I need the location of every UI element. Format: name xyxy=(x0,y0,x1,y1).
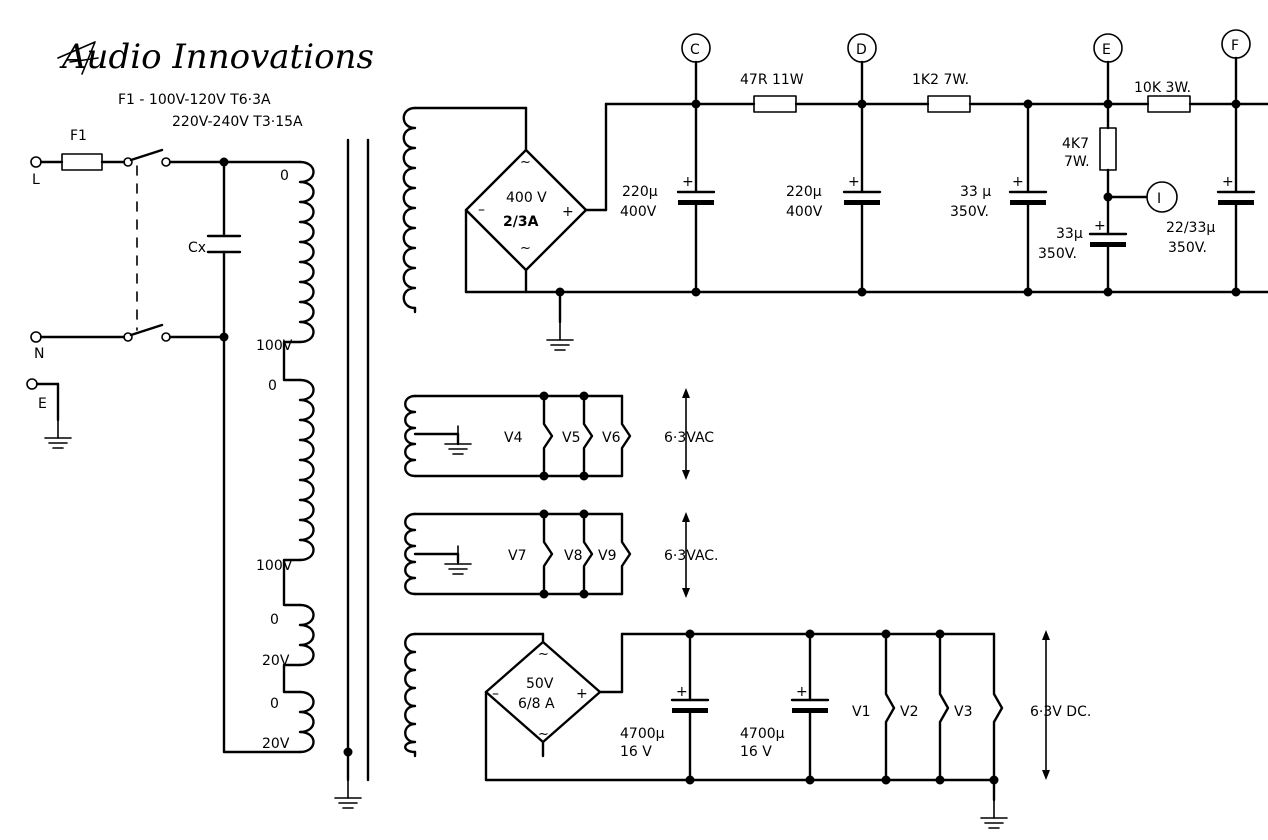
cap5-voltage: 350V. xyxy=(1168,240,1207,256)
heater-dc-voltage: 6·3V DC. xyxy=(1030,704,1091,720)
fuse-rating-line-2: 220V-240V T3·15A xyxy=(172,114,303,130)
svg-text:+: + xyxy=(562,204,574,220)
primary-tap-20v-b: 20V xyxy=(262,736,290,752)
svg-text:+: + xyxy=(796,684,808,700)
svg-text:–: – xyxy=(478,202,485,218)
svg-text:–: – xyxy=(492,686,499,702)
resistor-10k xyxy=(1147,95,1191,113)
svg-text:+: + xyxy=(1094,218,1106,234)
resistor-4k7-power: 7W. xyxy=(1064,154,1090,170)
heater-v7: V7 xyxy=(508,548,526,564)
cap-cx-label: Cx xyxy=(188,240,206,256)
node-i-marker xyxy=(1146,181,1178,213)
node-c-label: C xyxy=(690,42,700,58)
heater-dc: ~ ~ – + 50V 6/8 A + 4700µ 16 V + 4700µ 1… xyxy=(404,629,1091,829)
primary-tap-0: 0 xyxy=(280,168,289,184)
resistor-1k2 xyxy=(927,95,971,113)
ht-supply: ~ ~ – + 400 V 2/3A C + 220µ 400V 47R 11W xyxy=(402,29,1268,351)
svg-text:+: + xyxy=(576,686,588,702)
heater-ac-2-voltage: 6·3VAC. xyxy=(664,548,719,564)
svg-text:+: + xyxy=(676,684,688,700)
resistor-47r xyxy=(753,95,797,113)
dc-cap2-value: 4700µ xyxy=(740,726,785,742)
fuse-rating-line-1: F1 - 100V-120V T6·3A xyxy=(118,92,271,108)
primary-tap-0-d: 0 xyxy=(270,696,279,712)
primary-tap-100v-b: 100V xyxy=(256,558,293,574)
primary-tap-0-c: 0 xyxy=(270,612,279,628)
heater-v4: V4 xyxy=(504,430,523,446)
terminal-n-label: N xyxy=(34,346,44,362)
dc-rectifier-current: 6/8 A xyxy=(518,696,555,712)
cap2-voltage: 400V xyxy=(786,204,823,220)
resistor-4k7 xyxy=(1099,127,1117,171)
ht-rectifier-current: 2/3A xyxy=(503,214,539,230)
ht-rectifier-rating: 400 V xyxy=(506,190,547,206)
heater-v2: V2 xyxy=(900,704,918,720)
heater-v8: V8 xyxy=(564,548,582,564)
node-d-label: D xyxy=(856,42,867,58)
cap5-value: 22/33µ xyxy=(1166,220,1215,236)
cap3-voltage: 350V. xyxy=(950,204,989,220)
svg-text:+: + xyxy=(682,174,694,190)
node-i-label: I xyxy=(1157,191,1161,207)
cap3-value: 33 µ xyxy=(960,184,991,200)
node-e-label: E xyxy=(1102,42,1111,58)
brand-logo: Audio Innovations xyxy=(57,37,374,77)
svg-text:~: ~ xyxy=(538,647,549,662)
dc-rectifier-rating: 50V xyxy=(526,676,554,692)
dc-cap1-value: 4700µ xyxy=(620,726,665,742)
fuse-f1 xyxy=(61,153,103,171)
cap4-voltage: 350V. xyxy=(1038,246,1077,262)
resistor-10k-label: 10K 3W. xyxy=(1134,80,1191,96)
primary-tap-20v-a: 20V xyxy=(262,653,290,669)
cap4-value: 33µ xyxy=(1056,226,1083,242)
svg-text:~: ~ xyxy=(538,727,549,742)
fuse-f1-label: F1 xyxy=(70,128,87,144)
mains-input: L F1 N E Cx xyxy=(26,128,302,754)
svg-text:~: ~ xyxy=(520,155,531,170)
dc-cap2-voltage: 16 V xyxy=(740,744,772,760)
cap2-value: 220µ xyxy=(786,184,822,200)
heater-ac-2: V7 V8 V9 6·3VAC. xyxy=(404,509,719,599)
svg-text:~: ~ xyxy=(520,241,531,256)
heater-v6: V6 xyxy=(602,430,621,446)
primary-tap-100v-a: 100V xyxy=(256,338,293,354)
resistor-4k7-value: 4K7 xyxy=(1062,136,1089,152)
primary-tap-0-b: 0 xyxy=(268,378,277,394)
node-f-label: F xyxy=(1231,38,1239,54)
heater-ac-1: V4 V5 V6 6·3VAC xyxy=(404,388,714,481)
terminal-e-label: E xyxy=(38,396,47,412)
cap1-value: 220µ xyxy=(622,184,658,200)
heater-v5: V5 xyxy=(562,430,580,446)
terminal-l-label: L xyxy=(32,172,40,188)
transformer-core xyxy=(334,138,370,809)
resistor-47r-label: 47R 11W xyxy=(740,72,804,88)
heater-v3: V3 xyxy=(954,704,972,720)
transformer-primary: 0 100V 0 100V 0 20V 0 20V xyxy=(256,160,315,754)
brand-logo-text: Audio Innovations xyxy=(59,37,374,77)
resistor-1k2-label: 1K2 7W. xyxy=(912,72,969,88)
svg-text:+: + xyxy=(848,174,860,190)
heater-v9: V9 xyxy=(598,548,616,564)
cap1-voltage: 400V xyxy=(620,204,657,220)
dc-cap1-voltage: 16 V xyxy=(620,744,652,760)
heater-ac-1-voltage: 6·3VAC xyxy=(664,430,714,446)
svg-text:+: + xyxy=(1222,174,1234,190)
heater-v1: V1 xyxy=(852,704,870,720)
svg-text:+: + xyxy=(1012,174,1024,190)
